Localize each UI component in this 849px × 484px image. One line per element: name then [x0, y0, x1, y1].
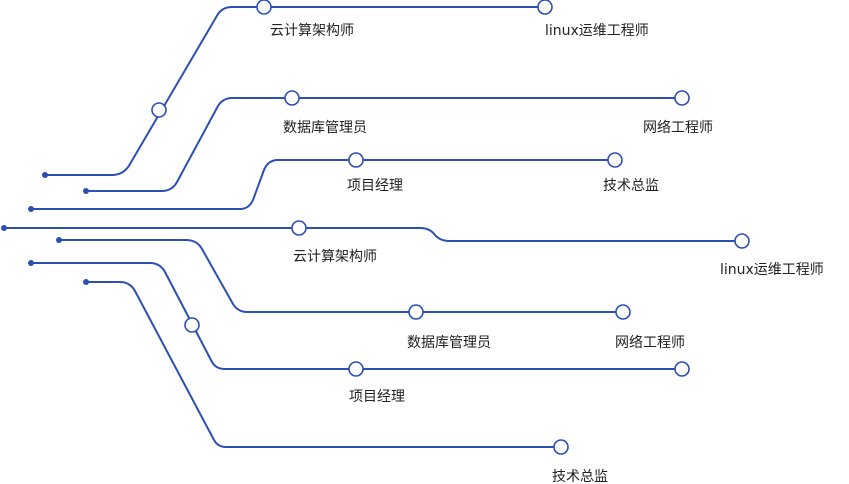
route-4-node-1[interactable] — [291, 220, 307, 236]
route-2-start-dot — [83, 188, 89, 194]
route-5-node-2[interactable] — [615, 304, 631, 320]
route-4-label-1: 云计算架构师 — [293, 249, 377, 265]
route-1-node-1[interactable] — [256, 0, 272, 15]
route-5-label-1: 数据库管理员 — [407, 335, 491, 351]
route-6-line — [30, 262, 683, 370]
route-6-node-1[interactable] — [348, 361, 364, 377]
route-5-label-2: 网络工程师 — [615, 335, 685, 351]
route-2: 数据库管理员 网络工程师 — [83, 90, 713, 194]
route-2-label-2: 网络工程师 — [643, 120, 713, 136]
route-2-line — [85, 97, 683, 192]
route-3: 项目经理 技术总监 — [28, 152, 659, 212]
route-1-label-2: linux运维工程师 — [545, 23, 649, 39]
route-2-node-2[interactable] — [674, 90, 690, 106]
route-1-start-dot — [42, 172, 48, 178]
route-6-label-1: 项目经理 — [349, 389, 405, 405]
route-6: 项目经理 — [28, 260, 690, 405]
route-1: 云计算架构师 linux运维工程师 — [42, 0, 649, 178]
route-6-start-dot — [28, 260, 34, 266]
route-3-start-dot — [28, 206, 34, 212]
route-7-start-dot — [83, 279, 89, 285]
route-1-node-2[interactable] — [537, 0, 553, 15]
route-4-line — [3, 227, 743, 242]
route-3-label-1: 项目经理 — [347, 178, 403, 194]
route-1-line — [44, 6, 546, 176]
route-4: 云计算架构师 linux运维工程师 — [1, 220, 824, 278]
route-2-label-1: 数据库管理员 — [283, 120, 367, 136]
route-5-start-dot — [56, 237, 62, 243]
route-7: 技术总监 — [83, 279, 608, 484]
route-7-label-1: 技术总监 — [552, 469, 608, 484]
route-5: 数据库管理员 网络工程师 — [56, 237, 685, 351]
route-3-line — [30, 159, 616, 210]
route-4-label-2: linux运维工程师 — [720, 262, 824, 278]
route-3-node-2[interactable] — [607, 152, 623, 168]
route-1-junction-node[interactable] — [151, 102, 167, 118]
route-3-label-2: 技术总监 — [603, 178, 659, 194]
route-1-label-1: 云计算架构师 — [270, 23, 354, 39]
route-5-line — [58, 239, 624, 313]
route-7-node-1[interactable] — [553, 439, 569, 455]
route-4-node-2[interactable] — [734, 233, 750, 249]
route-5-node-1[interactable] — [408, 304, 424, 320]
route-6-node-2[interactable] — [674, 361, 690, 377]
route-3-node-1[interactable] — [348, 152, 364, 168]
route-6-junction-node[interactable] — [184, 317, 200, 333]
route-4-start-dot — [1, 225, 7, 231]
route-2-node-1[interactable] — [284, 90, 300, 106]
route-7-line — [85, 281, 562, 448]
